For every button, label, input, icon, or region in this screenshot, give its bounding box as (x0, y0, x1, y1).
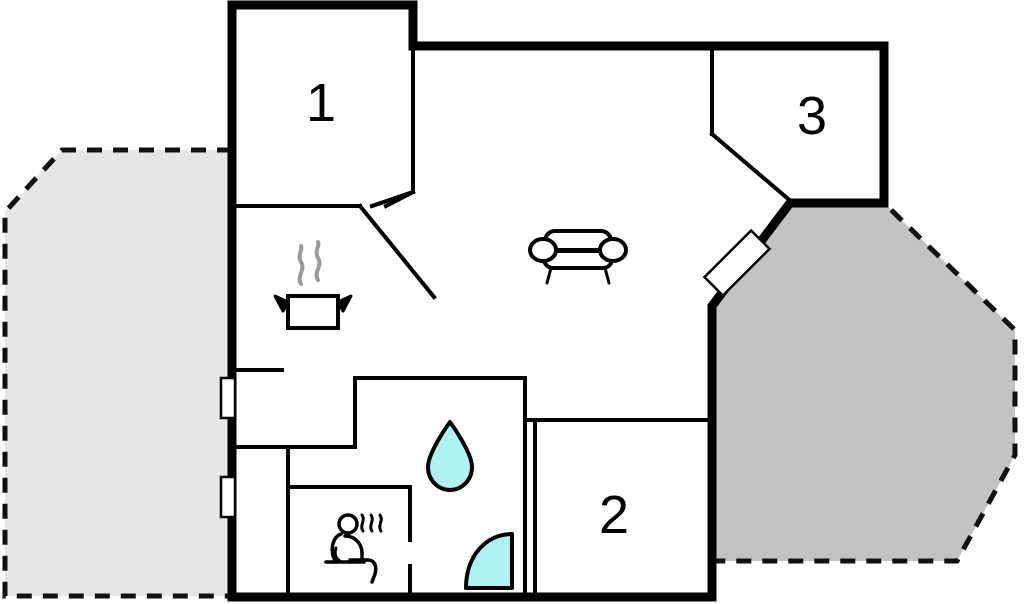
shower-shape (464, 532, 514, 590)
terrace-left[interactable] (2, 147, 235, 599)
wall-room3-diagonal (709, 131, 796, 206)
wall-diagonal-nook (369, 189, 416, 209)
pot-handle-right (336, 294, 353, 313)
openings (219, 228, 772, 519)
wall-bathroom-north-east (353, 376, 527, 599)
sauna-heat-2 (369, 513, 374, 533)
sauna-heat-1 (360, 513, 365, 533)
window-diagonal-rect (702, 228, 772, 298)
sofa-arm-left (528, 237, 558, 263)
steam-waves (297, 240, 322, 286)
sauna-icon (324, 513, 383, 584)
house-interior (232, 5, 884, 597)
water-drop-shape (426, 420, 474, 492)
window-left-upper[interactable] (219, 376, 237, 420)
sauna-heat-3 (378, 513, 383, 533)
window-left-lower[interactable] (219, 475, 237, 519)
window-diagonal-terrace-door[interactable] (702, 228, 772, 298)
sofa-arm-right (598, 237, 628, 263)
room-label-2: 2 (599, 485, 629, 545)
sauna-person-torso (343, 534, 364, 561)
sofa-icon (528, 229, 628, 285)
room-label-3: 3 (797, 86, 827, 146)
water-drop-icon (426, 420, 474, 492)
shower-corner-icon (464, 532, 514, 590)
steam-wave-1 (297, 244, 305, 286)
steam-wave-2 (314, 240, 322, 282)
sofa-leg-right (603, 266, 611, 285)
sauna-heat-waves (360, 513, 383, 533)
sofa-leg-left (545, 266, 553, 285)
house-floor-fill (232, 5, 884, 597)
wall-diagonal-entry (357, 203, 437, 300)
sauna-person-legs (348, 558, 378, 584)
exterior-wall-outline (227, 0, 889, 602)
cooking-pot-icon (273, 240, 353, 330)
sauna-person-back (330, 532, 343, 564)
terrace-left-shape (2, 147, 235, 599)
room-label-1: 1 (306, 73, 336, 133)
pot-body (286, 294, 340, 330)
pot-handle-left (273, 294, 290, 313)
sauna-person-head (337, 513, 359, 535)
wall-bathroom-west (286, 376, 357, 599)
interior-walls (230, 44, 796, 599)
exterior-walls (227, 0, 889, 602)
